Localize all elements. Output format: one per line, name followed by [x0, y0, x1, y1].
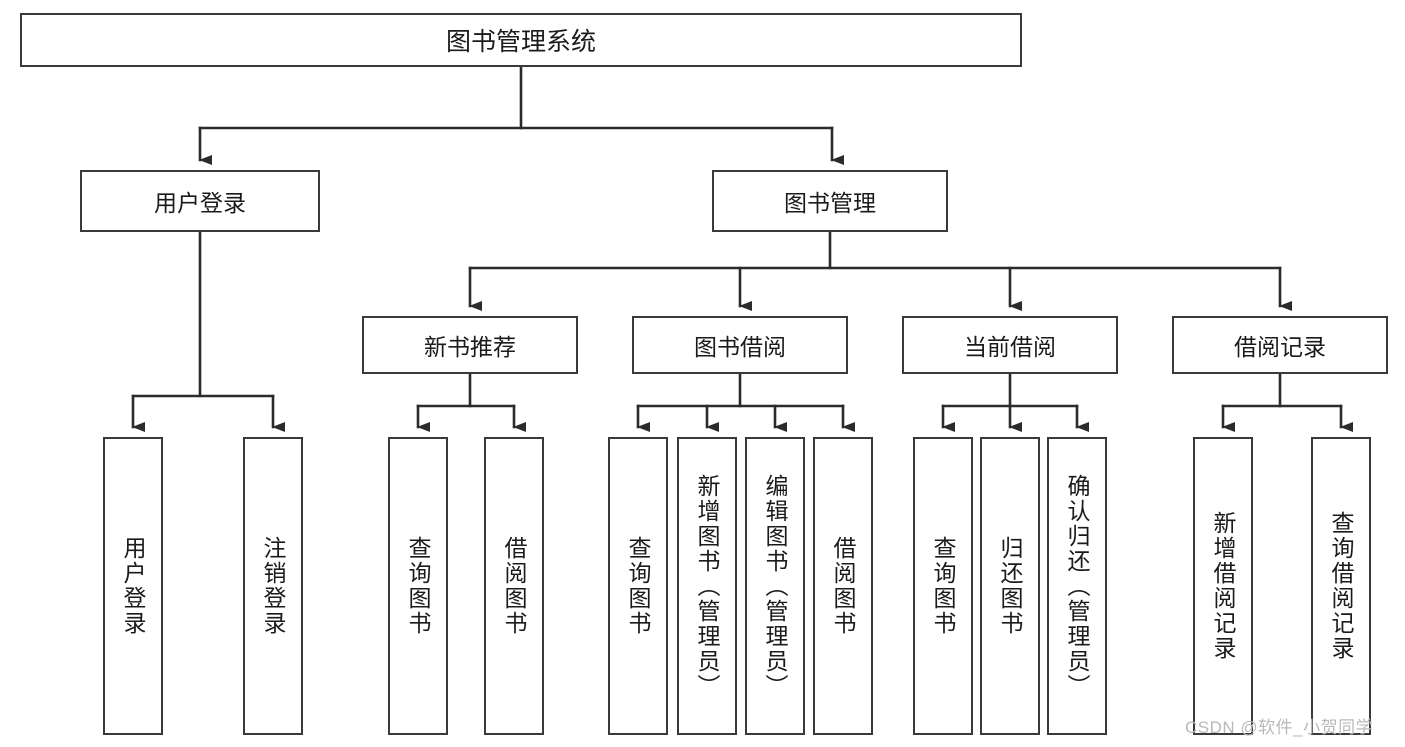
leaf-borrow-borrow-book[interactable]: 借阅图书 — [813, 437, 873, 735]
node-label: 注销登录 — [260, 536, 287, 636]
node-user-login[interactable]: 用户登录 — [80, 170, 320, 232]
node-current-borrow[interactable]: 当前借阅 — [902, 316, 1118, 374]
leaf-record-add-borrow-record[interactable]: 新增借阅记录 — [1193, 437, 1253, 735]
node-label: 查询借阅记录 — [1328, 511, 1355, 661]
leaf-recommend-query-book[interactable]: 查询图书 — [388, 437, 448, 735]
leaf-current-return-book[interactable]: 归还图书 — [980, 437, 1040, 735]
node-label: 当前借阅 — [964, 334, 1056, 360]
node-label: 用户登录 — [154, 190, 246, 216]
leaf-current-query-book[interactable]: 查询图书 — [913, 437, 973, 735]
node-label: 查询图书 — [625, 536, 652, 636]
node-label: 新增图书（管理员） — [694, 473, 721, 699]
node-label: 用户登录 — [120, 536, 147, 636]
leaf-borrow-edit-book-admin[interactable]: 编辑图书（管理员） — [745, 437, 805, 735]
node-root-book-management-system[interactable]: 图书管理系统 — [20, 13, 1022, 67]
node-borrow-record[interactable]: 借阅记录 — [1172, 316, 1388, 374]
node-book-borrow[interactable]: 图书借阅 — [632, 316, 848, 374]
node-label: 图书管理系统 — [445, 28, 596, 56]
node-new-book-recommendation[interactable]: 新书推荐 — [362, 316, 578, 374]
node-label: 确认归还（管理员） — [1064, 473, 1091, 699]
node-label: 图书管理 — [784, 190, 876, 216]
leaf-borrow-add-book-admin[interactable]: 新增图书（管理员） — [677, 437, 737, 735]
node-label: 归还图书 — [997, 536, 1024, 636]
leaf-current-confirm-return-admin[interactable]: 确认归还（管理员） — [1047, 437, 1107, 735]
node-book-management[interactable]: 图书管理 — [712, 170, 948, 232]
leaf-user-login-logout[interactable]: 注销登录 — [243, 437, 303, 735]
leaf-recommend-borrow-book[interactable]: 借阅图书 — [484, 437, 544, 735]
node-label: 新增借阅记录 — [1210, 511, 1237, 661]
leaf-user-login-signin[interactable]: 用户登录 — [103, 437, 163, 735]
leaf-record-query-borrow-record[interactable]: 查询借阅记录 — [1311, 437, 1371, 735]
node-label: 查询图书 — [405, 536, 432, 636]
node-label: 借阅记录 — [1234, 334, 1326, 360]
node-label: 编辑图书（管理员） — [762, 473, 789, 699]
csdn-watermark: CSDN @软件_小贺同学 — [1185, 718, 1374, 737]
node-label: 借阅图书 — [830, 536, 857, 636]
node-label: 查询图书 — [930, 536, 957, 636]
node-label: 新书推荐 — [424, 334, 516, 360]
node-label: 借阅图书 — [501, 536, 528, 636]
node-label: 图书借阅 — [694, 334, 786, 360]
leaf-borrow-query-book[interactable]: 查询图书 — [608, 437, 668, 735]
